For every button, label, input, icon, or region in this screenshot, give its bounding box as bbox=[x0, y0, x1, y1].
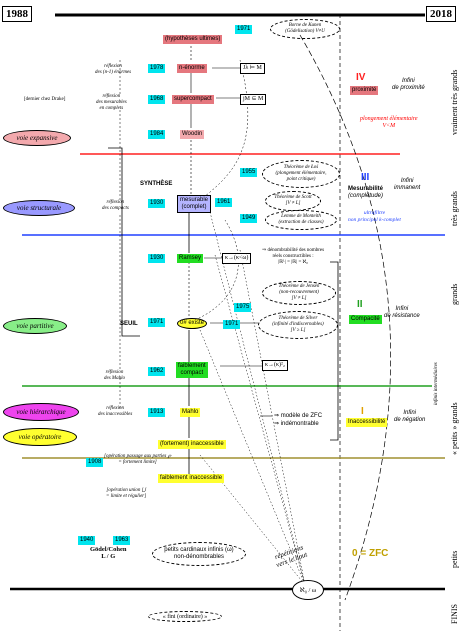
year-tag-1971-kunen: 1971 bbox=[235, 25, 253, 34]
year-start: 1988 bbox=[2, 6, 32, 22]
node-petits-cardinaux-label: petits cardinaux infinis (ω) bbox=[164, 547, 234, 553]
year-tag-1968: 1968 bbox=[148, 95, 166, 104]
year-tag-1908: 1908 bbox=[86, 458, 104, 467]
note-indemontrable: ⇒ indémontrable bbox=[274, 421, 319, 427]
year-tag-1971-zero: 1971 bbox=[148, 318, 166, 327]
box-ji: Jλ ⊨ M bbox=[240, 63, 265, 74]
voie-partitive: voie partitive bbox=[3, 318, 67, 334]
year-tag-1930-mesurable: 1930 bbox=[148, 199, 166, 208]
theorem-monteith: Lemme de Monteith(extraction de classes) bbox=[265, 210, 337, 230]
voie-hierarchique: voie hiérarchique bbox=[3, 403, 79, 421]
node-petits-cardinaux: petits cardinaux infinis (ω) non-dénombr… bbox=[152, 542, 246, 566]
right-label-tres-grands: très grands bbox=[450, 191, 459, 226]
right-curve bbox=[299, 34, 391, 601]
right-label-grands: grands bbox=[450, 283, 459, 305]
note-operation-union: [opération union ⋃= limite et régulier] bbox=[106, 488, 147, 499]
year-tag-1963: 1963 bbox=[113, 536, 131, 545]
year-end: 2018 bbox=[426, 6, 456, 22]
node-zero-diese: 0# existe bbox=[177, 318, 208, 329]
voie-operatoire: voie opératoire bbox=[3, 428, 77, 446]
node-mahlo: Mahlo bbox=[180, 408, 201, 417]
category-II-label: Compacité bbox=[349, 315, 382, 324]
year-tag-1955: 1955 bbox=[240, 168, 258, 177]
node-hypotheses-ultimes: (hypothèses ultimes) bbox=[163, 35, 223, 44]
node-fortement-inaccessible: (fortement) inaccessible bbox=[158, 440, 226, 449]
right-label-petits: petits bbox=[450, 550, 459, 568]
node-fini-ordinaire: « fini (ordinaire) » bbox=[148, 611, 222, 622]
node-mesurable: mesurable (complet) bbox=[177, 195, 212, 213]
note-modele-zfc: ⇒ modèle de ZFC bbox=[274, 413, 323, 419]
right-label-petits-grands: « petits » grands bbox=[450, 402, 459, 455]
node-supercompact: supercompact bbox=[172, 95, 214, 104]
year-tag-1913: 1913 bbox=[148, 408, 166, 417]
node-faiblement-inaccessible: faiblement inaccessible bbox=[158, 474, 225, 483]
theorem-los: Théorème de Łoś(plongement élémentaire,p… bbox=[262, 160, 340, 188]
year-tag-1975: 1975 bbox=[234, 303, 252, 312]
category-IV-number: IV bbox=[356, 72, 366, 83]
node-mesurable-sub: (complet) bbox=[181, 204, 207, 210]
box-kappa-omega: κ→(κ<ω) bbox=[222, 253, 252, 264]
node-faiblement-compact-sub: compact bbox=[180, 370, 204, 376]
node-ramsey: Ramsey bbox=[177, 254, 204, 263]
year-tag-1940: 1940 bbox=[78, 536, 96, 545]
category-I-number: I bbox=[361, 406, 364, 417]
voie-structurale: voie structurale bbox=[3, 200, 75, 216]
theorem-silver: Théorème de Silver(infinité d'indiscerna… bbox=[258, 311, 338, 339]
year-tag-1984: 1984 bbox=[148, 130, 166, 139]
theorem-jensen: Théorème de Jensen(non-recouvrement)[V ≠… bbox=[262, 281, 336, 305]
year-tag-1949: 1949 bbox=[240, 214, 258, 223]
node-mesurable-label: mesurable bbox=[180, 197, 209, 203]
reflexion-drake-note: [dernier chez Drake] bbox=[24, 97, 66, 102]
category-IV-label: proximité bbox=[350, 86, 379, 95]
node-faiblement-compact-label: faiblement bbox=[178, 363, 206, 369]
right-label-infinis-intermediaires: infinis intermédiaires bbox=[434, 362, 439, 405]
category-III-label: Mesurabilité(complétude) bbox=[348, 186, 384, 199]
category-II-number: II bbox=[357, 299, 363, 310]
year-tag-1962: 1962 bbox=[148, 367, 166, 376]
category-zero-zfc: 0 = ZFC bbox=[352, 548, 389, 559]
node-petits-cardinaux-sub: non-dénombrables bbox=[173, 554, 225, 560]
node-aleph-zero: ℵ₀ / ω bbox=[292, 580, 324, 600]
right-label-vraiment-tres-grands: vraiment très grands bbox=[450, 69, 459, 135]
node-woodin: Woodin bbox=[180, 130, 205, 139]
note-operation-passage: [opération passage aux parties ℘= fortem… bbox=[104, 454, 172, 465]
year-tag-1978: 1978 bbox=[148, 64, 166, 73]
theorem-kunen: Borne de Kunen(Gödelisation) V≠U bbox=[270, 19, 340, 39]
note-synthese: SYNTHÈSE bbox=[140, 181, 173, 187]
note-seuil: SEUIL bbox=[120, 321, 138, 327]
box-kappa-2: κ→(κ)²₂ bbox=[262, 360, 288, 371]
category-III-number: III bbox=[361, 172, 370, 183]
box-jmc: jM ⊆ M bbox=[240, 94, 267, 105]
node-n-enorme: n-énorme bbox=[177, 64, 207, 73]
node-faiblement-compact: faiblement compact bbox=[176, 362, 208, 378]
year-tag-1961: 1961 bbox=[215, 198, 233, 207]
category-I-label: Inaccessibilité bbox=[346, 418, 388, 427]
voie-expansive: voie expansive bbox=[3, 130, 71, 146]
theorem-scott: Théorème de Scott[V ≠ L] bbox=[265, 191, 321, 211]
year-tag-1971-silver: 1971 bbox=[223, 320, 241, 329]
right-label-finis: FINIS bbox=[450, 603, 459, 624]
year-tag-1930-ramsey: 1930 bbox=[148, 254, 166, 263]
